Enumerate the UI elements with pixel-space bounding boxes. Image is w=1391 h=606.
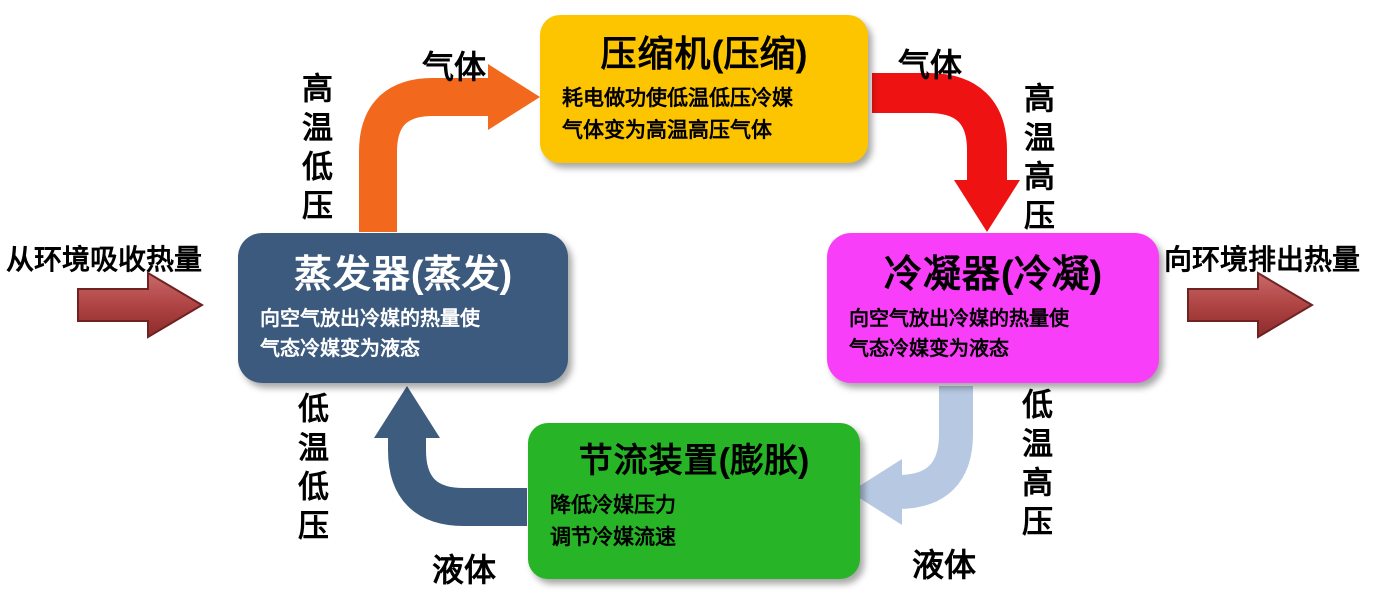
evaporator-desc-line2: 气态冷媒变为液态 (260, 338, 420, 360)
throttle-name: 节流装置 (578, 442, 719, 480)
label-liquid-to-evaporator: 液体 (432, 552, 497, 588)
throttle-node: 节流装置(膨胀) 降低冷媒压力 调节冷媒流速 (528, 423, 860, 579)
label-liquid-from-condenser: 液体 (912, 547, 977, 583)
throttle-qualifier: (膨胀) (718, 442, 810, 480)
label-absorb-heat: 从环境吸收热量 (6, 244, 203, 275)
evaporator-desc-line1: 向空气放出冷媒的热量使 (260, 308, 480, 330)
compressor-desc-line1: 耗电做功使低温低压冷媒 (562, 87, 793, 110)
compressor-description: 耗电做功使低温低压冷媒 气体变为高温高压气体 (556, 83, 852, 146)
compressor-name: 压缩机 (600, 33, 712, 74)
throttle-description: 降低冷媒压力 调节冷媒流速 (544, 490, 844, 553)
label-state-evap-to-comp: 高温低压 (297, 72, 332, 228)
condenser-description: 向空气放出冷媒的热量使 气态冷媒变为液态 (843, 304, 1143, 364)
throttle-desc-line2: 调节冷媒流速 (550, 525, 676, 549)
arrow-condenser-to-throttle (850, 386, 973, 525)
evaporator-qualifier: (蒸发) (410, 254, 513, 296)
evaporator-description: 向空气放出冷媒的热量使 气态冷媒变为液态 (254, 304, 552, 364)
evaporator-title: 蒸发器(蒸发) (254, 243, 552, 298)
throttle-title: 节流装置(膨胀) (544, 433, 844, 482)
compressor-node: 压缩机(压缩) 耗电做功使低温低压冷媒 气体变为高温高压气体 (540, 15, 868, 163)
compressor-desc-line2: 气体变为高温高压气体 (562, 118, 772, 142)
label-state-comp-to-cond: 高温高压 (1019, 82, 1054, 238)
arrow-throttle-to-evaporator (374, 386, 527, 526)
condenser-node: 冷凝器(冷凝) 向空气放出冷媒的热量使 气态冷媒变为液态 (827, 233, 1159, 383)
heat-out-arrow (1187, 271, 1314, 339)
compressor-title: 压缩机(压缩) (556, 25, 852, 77)
label-state-cond-to-throttle: 低温高压 (1017, 388, 1052, 544)
label-gas-from-compressor: 气体 (898, 47, 963, 83)
condenser-title: 冷凝器(冷凝) (843, 243, 1143, 298)
condenser-desc-line1: 向空气放出冷媒的热量使 (849, 308, 1069, 330)
condenser-desc-line2: 气态冷媒变为液态 (849, 338, 1009, 360)
condenser-qualifier: (冷凝) (1000, 254, 1103, 296)
heat-in-arrow (77, 271, 204, 339)
evaporator-name: 蒸发器 (293, 254, 411, 296)
label-reject-heat: 向环境排出热量 (1164, 244, 1361, 275)
arrow-compressor-to-condenser (872, 73, 1020, 232)
compressor-qualifier: (压缩) (711, 33, 808, 74)
label-gas-to-compressor: 气体 (422, 49, 487, 85)
throttle-desc-line1: 降低冷媒压力 (550, 494, 676, 517)
label-state-throttle-to-evap: 低温低压 (293, 392, 328, 548)
evaporator-node: 蒸发器(蒸发) 向空气放出冷媒的热量使 气态冷媒变为液态 (238, 233, 568, 383)
condenser-name: 冷凝器 (883, 254, 1001, 296)
arrow-evaporator-to-compressor (359, 64, 540, 232)
